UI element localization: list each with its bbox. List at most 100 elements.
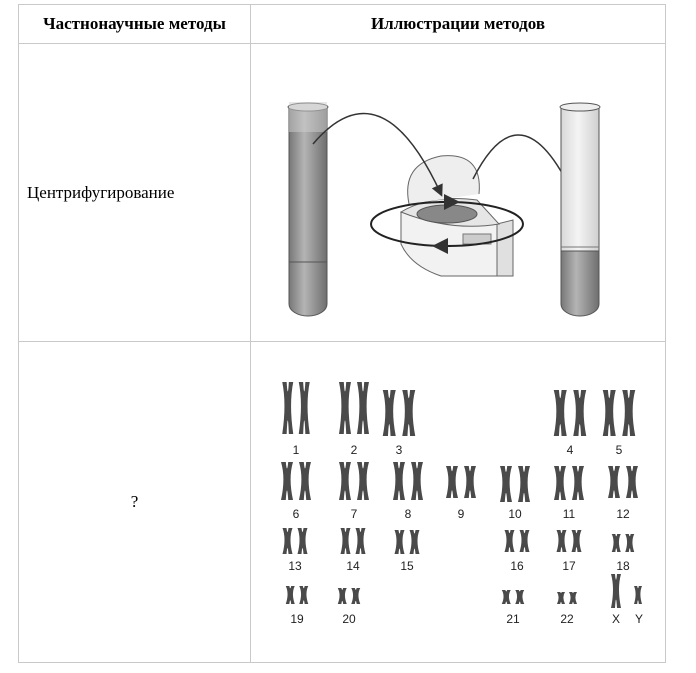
chromosome bbox=[340, 528, 351, 554]
method-centrifugation: Центрифугирование bbox=[18, 43, 251, 342]
chromosome bbox=[519, 530, 530, 552]
chromosome-label: 16 bbox=[510, 559, 524, 573]
chromosome-label: 2 bbox=[351, 443, 358, 457]
chromosome bbox=[357, 462, 369, 500]
chromosome-pair-5 bbox=[602, 390, 636, 436]
table-row: Центрифугирование bbox=[18, 43, 666, 342]
chromosome bbox=[339, 382, 351, 434]
chromosome bbox=[501, 590, 511, 604]
chromosome bbox=[298, 382, 310, 434]
chromosome bbox=[622, 390, 636, 436]
chromosome-label: 12 bbox=[616, 507, 630, 521]
chromosome-pair-16 bbox=[504, 530, 530, 552]
chromosome bbox=[299, 462, 311, 500]
arrow-to-centrifuge bbox=[312, 112, 443, 197]
centrifuge-illustration bbox=[250, 43, 666, 342]
chromosome-label: 9 bbox=[458, 507, 465, 521]
chromosome-pair-9 bbox=[446, 466, 476, 498]
chromosome bbox=[602, 390, 616, 436]
chromosome bbox=[608, 466, 620, 498]
chromosome-label: 15 bbox=[400, 559, 414, 573]
chromosome bbox=[355, 528, 366, 554]
chromosome bbox=[297, 528, 308, 554]
centrifuge-image bbox=[287, 102, 601, 317]
chromosome bbox=[393, 462, 405, 500]
chromosome-label: 11 bbox=[563, 507, 576, 521]
chromosome bbox=[402, 390, 416, 436]
chromosome-pair-20 bbox=[337, 588, 361, 604]
chromosome bbox=[357, 382, 369, 434]
chromosome-label: 5 bbox=[616, 443, 623, 457]
chromosome-label: 13 bbox=[288, 559, 302, 573]
chromosome bbox=[282, 528, 293, 554]
chromosome-pair-8 bbox=[393, 462, 423, 500]
chromosome bbox=[337, 588, 347, 604]
chromosome-pair-14 bbox=[340, 528, 366, 554]
chromosome-pair-12 bbox=[608, 466, 638, 498]
centrifuge-device bbox=[370, 155, 524, 277]
chromosome bbox=[571, 530, 582, 552]
chromosome-pair-22 bbox=[557, 592, 577, 604]
right-test-tube bbox=[559, 102, 601, 317]
chromosome bbox=[394, 530, 405, 554]
chromosome-pair-21 bbox=[501, 590, 525, 604]
chromosome bbox=[281, 462, 293, 500]
chromosome bbox=[518, 466, 530, 502]
chromosome-pair-4 bbox=[553, 390, 587, 436]
chromosome bbox=[504, 530, 515, 552]
chromosome-pair-2 bbox=[339, 382, 369, 434]
chromosome bbox=[626, 466, 638, 498]
chromosome bbox=[299, 586, 309, 604]
header-method: Частнонаучные методы bbox=[18, 4, 251, 44]
chromosome bbox=[553, 390, 567, 436]
chromosome bbox=[411, 462, 423, 500]
chromosome-label: 17 bbox=[562, 559, 576, 573]
chromosome-label: 22 bbox=[560, 612, 574, 626]
chromosome bbox=[382, 390, 396, 436]
chromosome bbox=[569, 592, 577, 604]
header-illustration: Иллюстрации методов bbox=[250, 4, 666, 44]
chromosome-label: 20 bbox=[342, 612, 356, 626]
chromosome bbox=[282, 382, 294, 434]
chromosome bbox=[500, 466, 512, 502]
chromosome bbox=[573, 390, 587, 436]
chromosome-label: 10 bbox=[508, 507, 522, 521]
chromosome-pair-19 bbox=[285, 586, 309, 604]
chromosome bbox=[634, 586, 642, 604]
chromosome-label: 14 bbox=[346, 559, 360, 573]
left-test-tube bbox=[287, 102, 329, 317]
methods-table: Частнонаучные методы Иллюстрации методов… bbox=[18, 4, 666, 663]
chromosome bbox=[611, 574, 621, 608]
chromosome bbox=[515, 590, 525, 604]
chromosome bbox=[446, 466, 458, 498]
chromosome-pair-6 bbox=[281, 462, 311, 500]
method-unknown: ? bbox=[18, 341, 251, 663]
chromosome-label: 19 bbox=[290, 612, 304, 626]
chromosome bbox=[556, 530, 567, 552]
chromosome-pair-X bbox=[611, 574, 621, 608]
chromosome-pair-13 bbox=[282, 528, 308, 554]
chromosome bbox=[554, 466, 566, 500]
chromosome bbox=[557, 592, 565, 604]
chromosome bbox=[625, 534, 635, 552]
chromosome bbox=[572, 466, 584, 500]
chromosome-pair-10 bbox=[500, 466, 530, 502]
chromosome-label: X bbox=[612, 612, 620, 626]
chromosome-pair-11 bbox=[554, 466, 584, 500]
chromosome bbox=[351, 588, 361, 604]
chromosome bbox=[285, 586, 295, 604]
header-row: Частнонаучные методы Иллюстрации методов bbox=[18, 4, 666, 44]
chromosome-pair-15 bbox=[394, 530, 420, 554]
chromosome-pair-3 bbox=[382, 390, 416, 436]
chromosome-pair-17 bbox=[556, 530, 582, 552]
chromosome-label: 8 bbox=[405, 507, 412, 521]
chromosome-label: 7 bbox=[351, 507, 358, 521]
chromosome bbox=[464, 466, 476, 498]
chromosome-label: 3 bbox=[396, 443, 403, 457]
arrow-from-centrifuge bbox=[472, 134, 575, 197]
chromosome-label: 1 bbox=[293, 443, 300, 457]
chromosome-label: 4 bbox=[567, 443, 574, 457]
chromosome-label: 6 bbox=[293, 507, 300, 521]
